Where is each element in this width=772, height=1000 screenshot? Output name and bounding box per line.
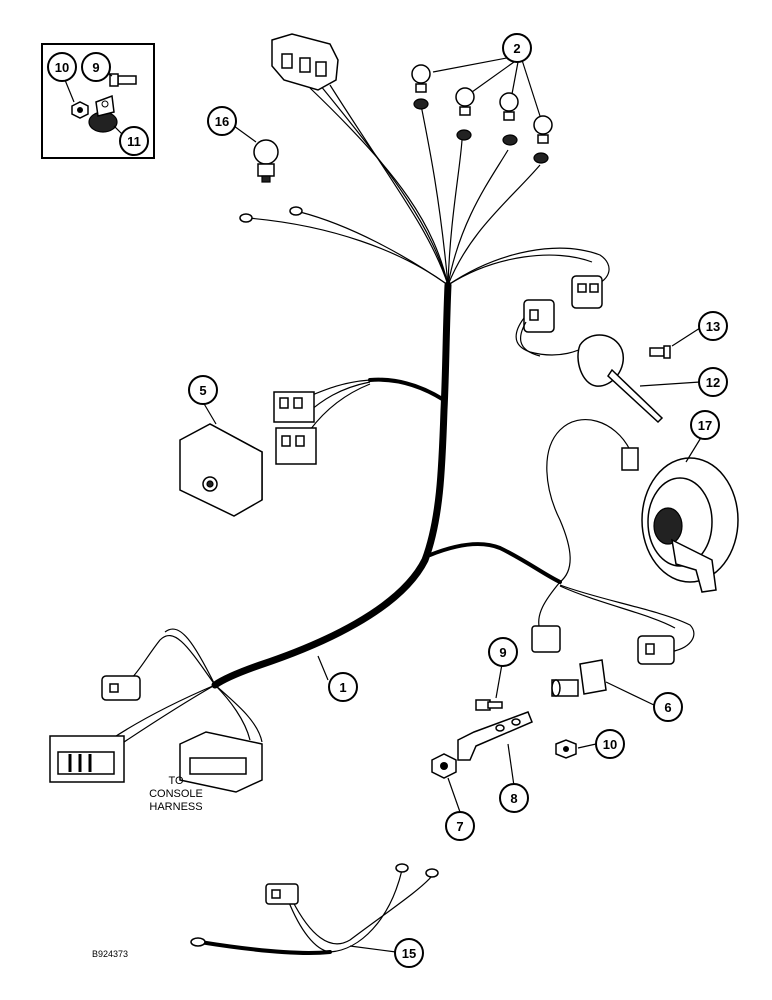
svg-text:12: 12	[706, 375, 720, 390]
callout-7: 7	[445, 811, 475, 841]
callout-1: 1	[328, 672, 358, 702]
callout-8: 8	[499, 783, 529, 813]
bolt-part	[475, 663, 503, 711]
lower-right-connectors	[531, 581, 695, 707]
screw-part	[649, 327, 701, 359]
callout-11: 11	[119, 126, 149, 156]
inset-bolt-part	[109, 73, 137, 87]
svg-text:11: 11	[127, 134, 141, 149]
bulb-3	[499, 92, 519, 146]
callout-2: 2	[502, 33, 532, 63]
horn-part	[546, 419, 739, 593]
jumper-harness-part	[190, 863, 439, 955]
pilot-light-part	[233, 125, 279, 183]
console-note-line2: CONSOLE	[149, 788, 203, 800]
ring-terminals-upper	[239, 206, 303, 223]
bulb-2	[455, 87, 475, 141]
svg-text:16: 16	[215, 114, 229, 129]
svg-text:7: 7	[456, 819, 463, 834]
callout-10-lower: 10	[595, 729, 625, 759]
callout-12: 12	[698, 367, 728, 397]
svg-text:2: 2	[513, 41, 520, 56]
bracket-part	[457, 711, 533, 787]
middle-connectors	[273, 379, 371, 465]
svg-text:17: 17	[698, 418, 712, 433]
switch-module-part	[179, 401, 263, 517]
svg-text:13: 13	[706, 319, 720, 334]
top-multi-connector	[271, 33, 339, 91]
svg-text:8: 8	[510, 791, 517, 806]
indicator-bulbs	[411, 56, 553, 164]
callout-10-inset: 10	[47, 52, 77, 82]
main-harness-trunk	[211, 281, 562, 689]
callout-6: 6	[653, 692, 683, 722]
right-upper-connectors	[515, 275, 603, 357]
inset-nut-part	[71, 101, 89, 119]
inset-clip-part	[88, 94, 118, 133]
svg-text:6: 6	[664, 700, 671, 715]
svg-text:10: 10	[603, 737, 617, 752]
console-note-line1: TO	[168, 775, 184, 787]
callout-9-lower: 9	[488, 637, 518, 667]
bulb-1	[411, 64, 431, 110]
callout-16: 16	[207, 106, 237, 136]
svg-text:9: 9	[499, 645, 506, 660]
callout-5: 5	[188, 375, 218, 405]
callout-17: 17	[690, 410, 720, 440]
svg-text:9: 9	[92, 60, 99, 75]
sender-part	[577, 334, 701, 424]
svg-text:15: 15	[402, 946, 416, 961]
nut-part-10	[555, 739, 597, 759]
svg-text:5: 5	[199, 383, 206, 398]
callout-9-inset: 9	[81, 52, 111, 82]
figure-reference: B924373	[92, 949, 128, 959]
upper-branch-wires	[247, 84, 610, 286]
console-connectors	[49, 628, 263, 793]
nut-part-7	[431, 753, 461, 813]
svg-text:1: 1	[339, 680, 346, 695]
callout-13: 13	[698, 311, 728, 341]
callout-15: 15	[394, 938, 424, 968]
inset-hardware-detail	[41, 43, 155, 159]
bulb-4	[533, 115, 553, 164]
svg-text:10: 10	[55, 60, 69, 75]
console-note-line3: HARNESS	[149, 801, 202, 813]
